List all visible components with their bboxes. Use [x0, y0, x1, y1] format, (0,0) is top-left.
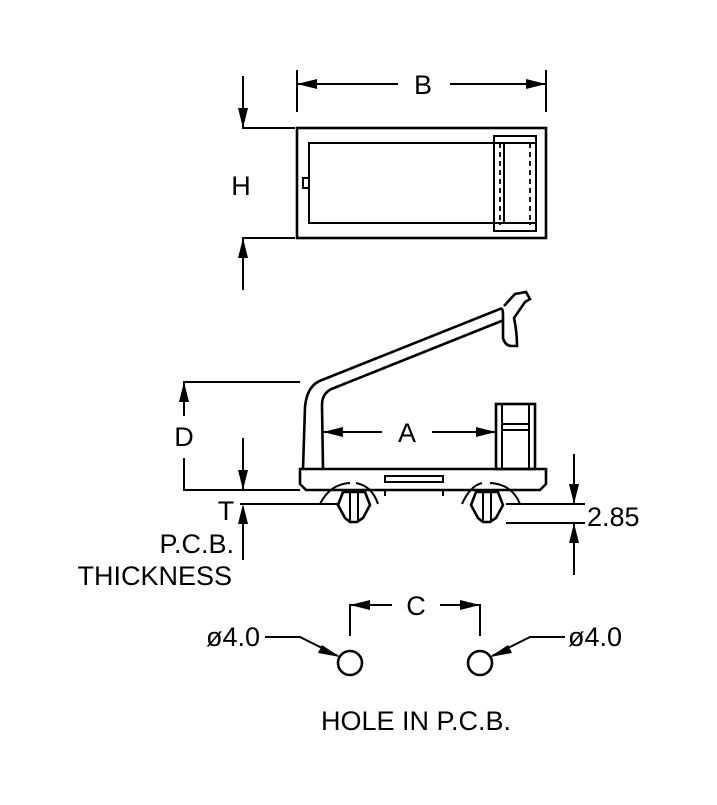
dimension-h-label: H [231, 171, 251, 201]
dimension-h: H [231, 76, 295, 290]
dimension-a: A [323, 418, 496, 448]
pcb-holes: ø4.0 ø4.0 HOLE IN P.C.B. [206, 622, 622, 736]
dimension-t-label: T [218, 496, 235, 526]
dimension-d-label: D [174, 422, 194, 452]
dimension-b: B [296, 70, 547, 112]
hole-caption: HOLE IN P.C.B. [321, 706, 511, 736]
pcb-thickness-label-line2: THICKNESS [77, 561, 232, 591]
right-hole [466, 649, 494, 677]
dimension-a-label: A [398, 418, 416, 448]
side-view-left-pin [319, 482, 379, 524]
pcb-thickness-label-line1: P.C.B. [159, 529, 234, 559]
right-hole-diameter-label: ø4.0 [568, 622, 622, 652]
side-view-lever-arm [301, 290, 532, 470]
dimension-d: D [174, 381, 300, 491]
left-hole [336, 649, 364, 677]
top-view-inner-opening [308, 142, 505, 224]
left-hole-diameter-label: ø4.0 [206, 622, 260, 652]
top-view-latch-block [493, 135, 537, 232]
side-view-base [298, 467, 548, 492]
side-view-latch-block [494, 402, 537, 471]
dimension-c-label: C [406, 591, 426, 621]
dimension-285-label: 2.85 [587, 502, 640, 532]
side-view-slot [384, 475, 444, 483]
dimension-t: T P.C.B. THICKNESS [77, 496, 338, 591]
top-view [295, 126, 548, 240]
side-view-right-pin [461, 482, 521, 524]
side-view [298, 290, 548, 524]
dimension-b-label: B [414, 70, 432, 100]
top-view-tab [302, 177, 310, 189]
dimension-c: C [349, 591, 481, 636]
top-view-outer-frame [295, 126, 548, 240]
dimension-285: 2.85 [506, 454, 640, 575]
